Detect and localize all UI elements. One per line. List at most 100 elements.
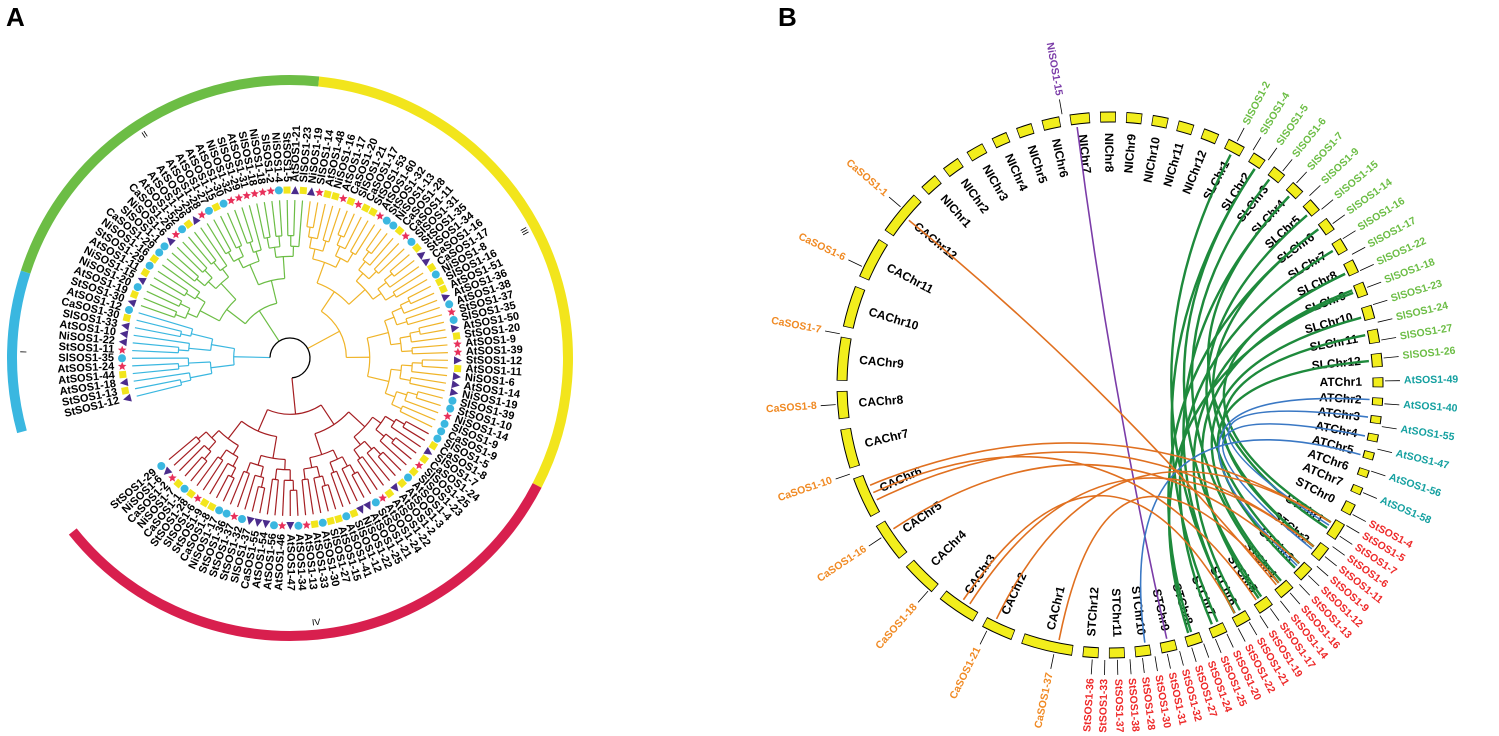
triangle-marker [416, 251, 426, 260]
circle-marker [269, 521, 278, 530]
square-marker [211, 202, 221, 212]
gene-tick [1332, 546, 1345, 556]
star-marker [117, 361, 127, 371]
triangle-marker [423, 446, 433, 455]
circle-marker [318, 518, 327, 527]
gene-tick [1377, 448, 1393, 453]
chromosome-SLChr11 [1367, 329, 1380, 344]
triangle-marker [390, 482, 399, 492]
star-marker [277, 521, 287, 530]
circle-marker [431, 270, 440, 279]
gene-tick [1352, 514, 1367, 522]
gene-tick [868, 537, 882, 547]
square-marker [122, 313, 132, 323]
star-marker [375, 211, 385, 220]
chromosome-STChr10 [1135, 645, 1151, 657]
gene-label: StSOS1-33 [1097, 679, 1110, 733]
leaf-label: StSOS1-5 [280, 132, 293, 182]
gene-tick [1366, 281, 1382, 288]
leaf-label: AtSOS1-9 [465, 333, 517, 349]
star-marker [168, 473, 177, 482]
gene-tick [1248, 621, 1258, 636]
chromosome-SLChr2 [1249, 153, 1265, 168]
leaf-label: NiSOS1-22 [58, 330, 115, 347]
gene-label: CaSOS1-16 [815, 543, 869, 585]
gene-tick [888, 196, 901, 208]
triangle-marker [163, 466, 173, 475]
square-marker [334, 514, 343, 524]
link-CAChr6-STChr5 [872, 455, 1257, 601]
star-marker [414, 461, 424, 470]
leaf-label: SlSOS1-35 [58, 352, 114, 364]
link-CAChr5-STChr3 [892, 463, 1300, 564]
star-marker [266, 186, 276, 195]
gene-tick [1384, 403, 1400, 406]
triangle-marker [363, 501, 371, 510]
star-marker [197, 210, 207, 219]
square-marker [419, 454, 430, 465]
square-marker [183, 219, 194, 230]
gene-tick [1090, 659, 1093, 675]
circle-marker [446, 404, 455, 413]
chromosome-SLChr12 [1371, 353, 1382, 367]
square-marker [173, 478, 184, 489]
gene-tick [1237, 628, 1246, 642]
circle-marker [215, 506, 224, 515]
circle-marker [180, 484, 189, 493]
star-marker [302, 520, 311, 529]
link-SLChr9-STChr8 [1168, 291, 1354, 634]
chromosome-SLChr8 [1344, 260, 1358, 276]
link-SLChr7-STChr7 [1178, 249, 1334, 625]
gene-tick [1215, 638, 1222, 654]
chromosome-SLChr1 [1225, 139, 1244, 156]
chromosome-NIChr7 [1070, 113, 1090, 125]
triangle-marker [167, 237, 176, 247]
gene-label: SlSOS1-26 [1402, 345, 1456, 362]
square-marker [384, 488, 395, 499]
triangle-marker [123, 393, 132, 402]
chromosome-label: NIChr6 [1049, 137, 1071, 179]
leaf-label: SlSOS1-23 [298, 127, 314, 183]
circle-marker [448, 396, 457, 405]
chromosome-label: CAChr11 [884, 260, 936, 296]
circle-marker [437, 427, 446, 436]
chromosome-STChr12 [1083, 647, 1099, 658]
gene-tick [1267, 147, 1278, 161]
chromosome-CAChr9 [837, 337, 851, 381]
link-CAChr3-STChr2 [969, 477, 1315, 605]
gene-label: CaSOS1-18 [873, 601, 920, 652]
star-marker [229, 511, 239, 521]
chromosome-STChr7 [1209, 623, 1227, 638]
chromosome-SLChr6 [1319, 219, 1334, 235]
chromosome-CAChr12 [885, 195, 921, 236]
gene-tick [1296, 171, 1307, 184]
chromosome-CAChr4 [906, 560, 938, 592]
gene-tick [1280, 600, 1290, 613]
link-SLChr10-STChr4 [1210, 316, 1362, 582]
leaf-label: SlSOS1-2 [258, 133, 276, 184]
square-marker [323, 190, 332, 199]
circle-marker [407, 237, 416, 246]
star-marker [338, 194, 348, 203]
circle-marker [155, 248, 164, 257]
chromosome-STChr4 [1275, 580, 1293, 598]
chromosome-CAChr6 [854, 475, 879, 516]
square-marker [118, 370, 127, 379]
gene-label: AtSOS1-58 [1378, 494, 1433, 526]
square-marker [140, 267, 151, 278]
square-marker [199, 497, 210, 508]
triangle-marker [421, 258, 431, 267]
leaf-label: AtSOS1-39 [466, 344, 523, 358]
triangle-marker [441, 294, 451, 302]
triangle-marker [254, 518, 263, 527]
triangle-marker [291, 186, 300, 195]
chromosome-ring [836, 111, 1384, 659]
clade-label-III: III [518, 226, 530, 237]
star-marker [258, 187, 267, 196]
clade-label-I: I [18, 351, 28, 354]
chromosome-SLChr9 [1354, 282, 1368, 298]
gene-tick [1203, 643, 1210, 658]
chromosome-ATChr3 [1370, 415, 1381, 424]
panel-a-letter: A [6, 2, 25, 32]
